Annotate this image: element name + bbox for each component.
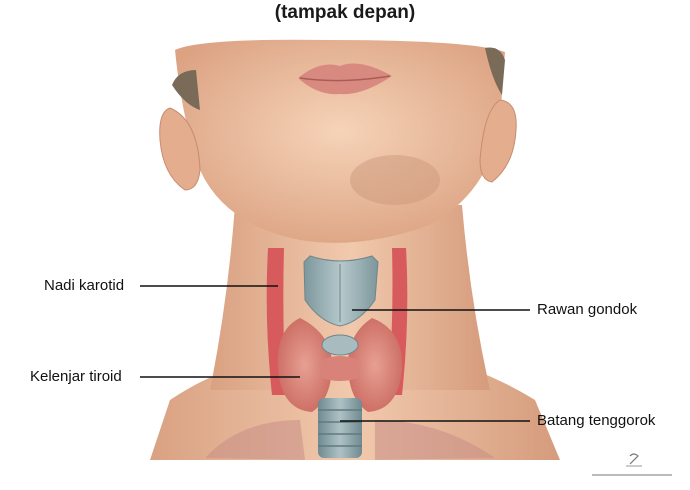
cricoid-cartilage [321,334,359,356]
diagram-title: (tampak depan) [274,2,416,23]
thyroid-left-lobe [277,318,333,412]
thyroid-right-lobe [347,318,403,412]
ear-left [159,107,201,191]
lung-right [375,420,495,460]
label-trachea: Batang tenggorok [537,412,656,429]
lung-left [205,420,305,460]
hair-left [172,70,200,110]
chin-shadow [350,155,440,205]
thyroid-isthmus [322,356,358,381]
lips [298,63,392,95]
label-thyroid-cartilage: Rawan gondok [537,301,638,318]
ear-right [479,99,517,183]
label-thyroid-gland: Kelenjar tiroid [30,368,122,385]
face-shape [175,39,505,243]
thyroid-cartilage [303,255,379,327]
hair-right [485,47,505,95]
label-carotid: Nadi karotid [44,277,125,294]
publisher-logo [592,453,672,476]
trachea-shape [318,398,362,458]
